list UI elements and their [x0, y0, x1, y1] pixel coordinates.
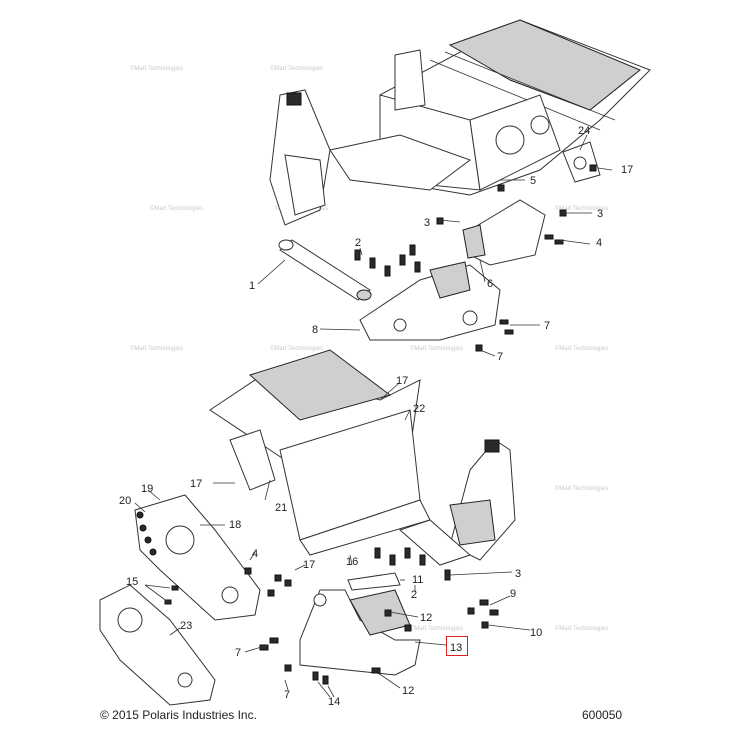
bracket-6-face — [462, 224, 486, 259]
watermark: ©Mart Technologies — [555, 345, 608, 352]
front-upright — [394, 49, 426, 111]
highlight-box-13[interactable] — [446, 636, 468, 656]
watermark: ©Mart Technologies — [130, 345, 183, 352]
callout-4: 4 — [596, 237, 602, 249]
callout-6: 6 — [487, 278, 493, 290]
callout-1: 1 — [249, 280, 255, 292]
callout-24: 24 — [578, 125, 590, 137]
right-bracket — [449, 499, 496, 546]
watermark: ©Mart Technologies — [150, 205, 203, 212]
watermark: ©Mart Technologies — [270, 65, 323, 72]
front-bracket-13 — [299, 589, 421, 676]
callout-8: 8 — [312, 324, 318, 336]
chaincase-cover-18 — [134, 494, 261, 621]
chaincase-23 — [99, 584, 216, 706]
callout-17: 17 — [621, 164, 633, 176]
callout-13: 13 — [450, 642, 462, 654]
callout-labels: 24 17 5 3 3 4 2 1 6 8 7 7 17 22 17 19 20… — [119, 125, 633, 708]
callout-4: 4 — [252, 548, 258, 560]
bracket-11 — [347, 572, 401, 591]
callout-18: 18 — [229, 519, 241, 531]
watermark: ©Mart Technologies — [410, 345, 463, 352]
watermark: ©Mart Technologies — [555, 485, 608, 492]
upper-frame-assembly — [269, 19, 651, 266]
callout-7: 7 — [497, 351, 503, 363]
document-number: 600050 — [582, 708, 623, 722]
lower-tunnel-panel — [249, 349, 392, 421]
floor-pan — [329, 134, 472, 191]
callout-17: 17 — [190, 478, 202, 490]
callout-19: 19 — [141, 483, 153, 495]
callout-20: 20 — [119, 495, 131, 507]
callout-11: 11 — [412, 574, 423, 586]
callout-17: 17 — [303, 559, 315, 571]
callout-21: 21 — [275, 502, 287, 514]
left-bracket — [284, 154, 326, 216]
fasteners-upper — [354, 164, 597, 352]
callout-7: 7 — [544, 320, 550, 332]
mount-cap — [286, 92, 302, 106]
callout-2: 2 — [355, 237, 361, 249]
callout-9: 9 — [510, 588, 516, 600]
callout-23: 23 — [180, 620, 192, 632]
callout-3: 3 — [597, 208, 603, 220]
callout-17: 17 — [396, 375, 408, 387]
callout-12: 12 — [402, 685, 414, 697]
callout-3: 3 — [424, 217, 430, 229]
leader-lines — [134, 134, 613, 698]
callout-7: 7 — [284, 689, 290, 701]
watermark: ©Mart Technologies — [270, 345, 323, 352]
callout-22: 22 — [413, 403, 425, 415]
callout-16: 16 — [346, 556, 358, 568]
watermark: ©Mart Technologies — [555, 205, 608, 212]
cross-bracket-8 — [359, 261, 501, 341]
callout-15: 15 — [126, 576, 138, 588]
callout-12: 12 — [420, 612, 432, 624]
mount-cap-right — [484, 439, 500, 453]
copyright-text: © 2015 Polaris Industries Inc. — [100, 708, 257, 722]
callout-5: 5 — [530, 175, 536, 187]
tube-1 — [278, 239, 372, 301]
lower-frame-assembly — [209, 349, 516, 566]
bracket-16 — [399, 519, 471, 566]
bracket-21 — [229, 429, 276, 491]
watermark: ©Mart Technologies — [555, 625, 608, 632]
callout-10: 10 — [530, 627, 542, 639]
watermark: ©Mart Technologies — [130, 65, 183, 72]
callout-14: 14 — [328, 696, 340, 708]
fasteners-lower — [164, 547, 499, 685]
callout-7: 7 — [235, 647, 241, 659]
watermark: ©Mart Technologies — [410, 625, 463, 632]
callout-2: 2 — [411, 589, 417, 601]
callout-3: 3 — [515, 568, 521, 580]
